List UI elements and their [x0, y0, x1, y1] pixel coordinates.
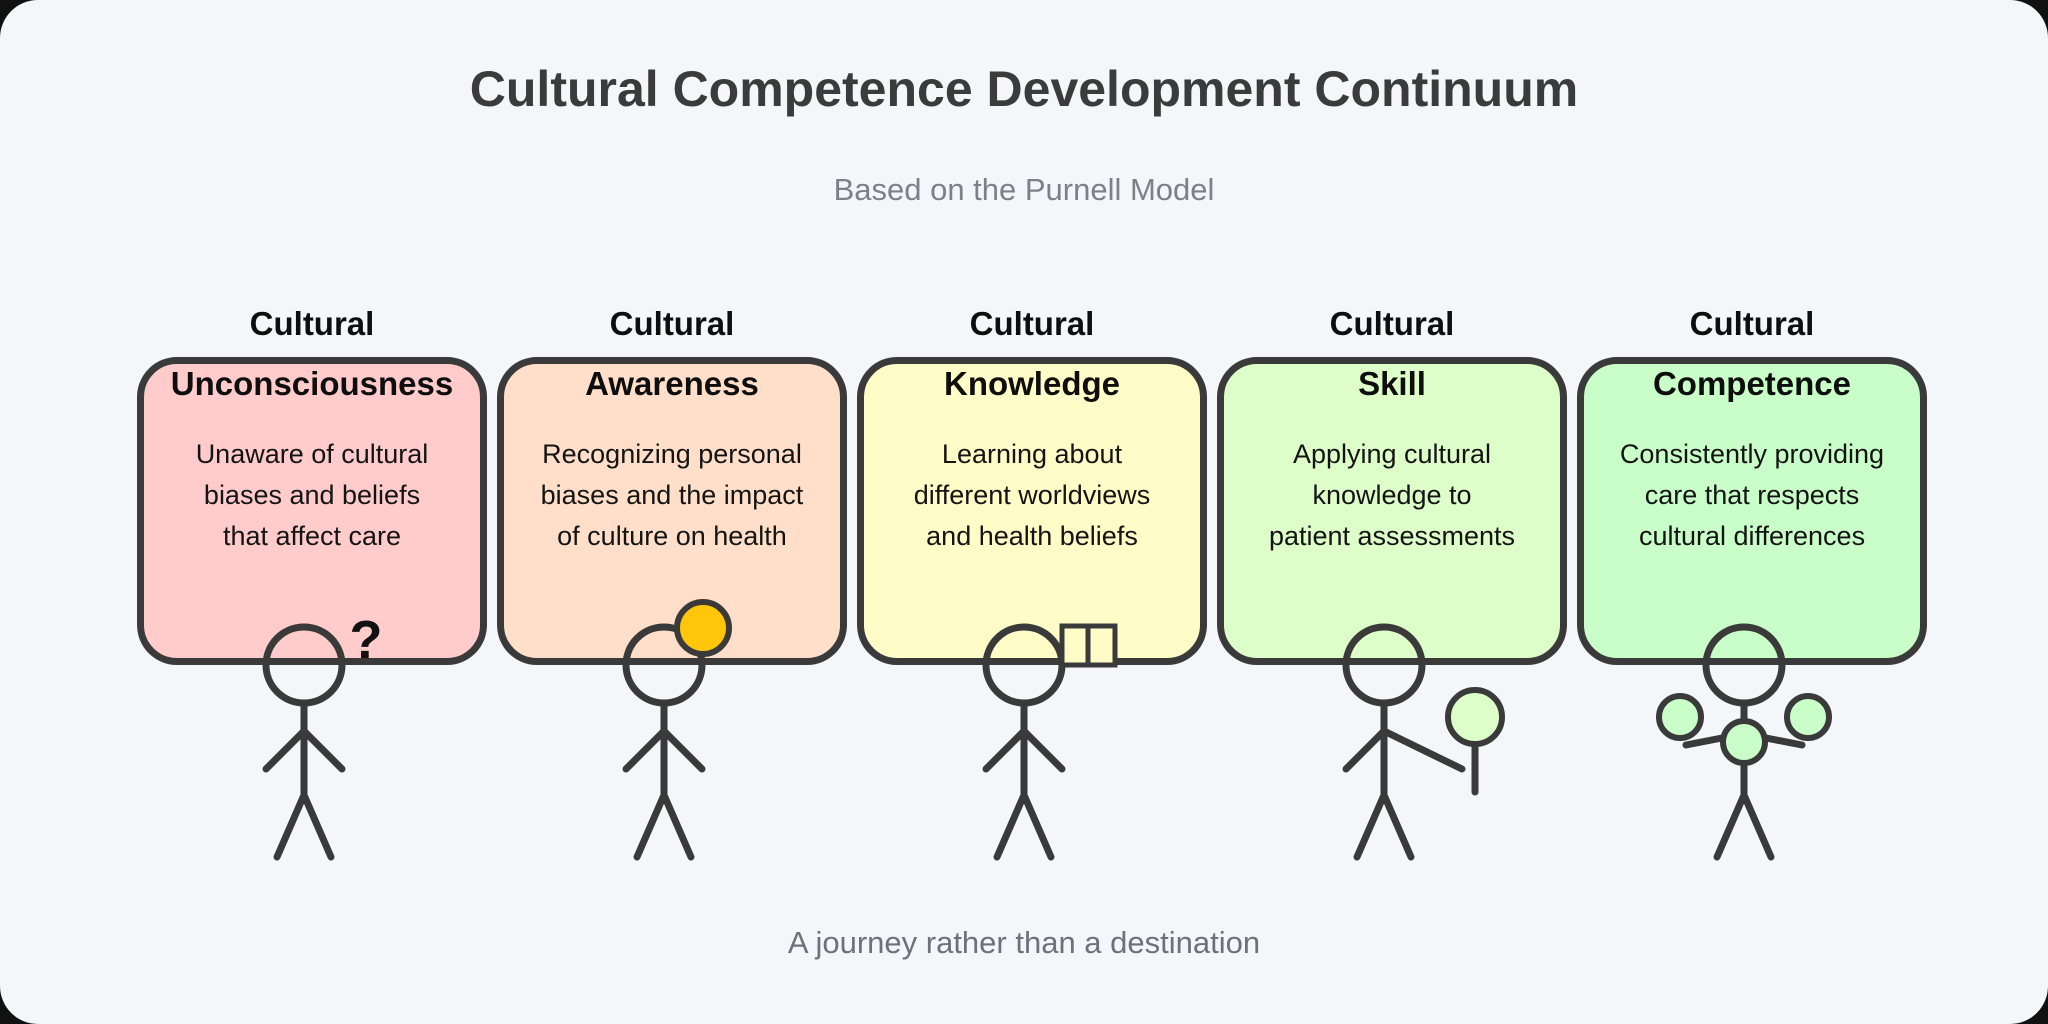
- patient-icon: [1445, 687, 1505, 796]
- head: [262, 623, 346, 707]
- stage-cultural-awareness: Cultural Awareness Recognizing personal …: [497, 305, 847, 861]
- stage-title-line2: Knowledge: [943, 365, 1120, 402]
- stage-title-line1: Cultural: [609, 305, 735, 342]
- stage-title-line1: Cultural: [249, 305, 375, 342]
- head: [982, 623, 1066, 707]
- stage-title-line2: Unconsciousness: [170, 365, 454, 402]
- continuum-stages: Cultural Unconsciousness Unaware of cult…: [137, 305, 1927, 861]
- idea-bulb-icon: [674, 599, 732, 657]
- page-subtitle: Based on the Purnell Model: [833, 172, 1215, 207]
- stage-cultural-competence: Cultural Competence Consistently providi…: [1577, 305, 1927, 861]
- stage-title-line1: Cultural: [1329, 305, 1455, 342]
- stage-title: Cultural Skill: [1217, 294, 1567, 414]
- question-person-icon: ?: [262, 610, 383, 861]
- stage-title-line1: Cultural: [1689, 305, 1815, 342]
- stage-title-line2: Competence: [1652, 365, 1852, 402]
- community-circles-icon: [1656, 693, 1832, 766]
- stage-description: Recognizing personal biases and the impa…: [540, 439, 804, 551]
- stage-title: Cultural Competence: [1577, 294, 1927, 414]
- stage-description: Learning about different worldviews and …: [913, 439, 1151, 551]
- page-title: Cultural Competence Development Continuu…: [469, 61, 1579, 117]
- assessment-person-icon: [1342, 623, 1505, 861]
- stage-title: Cultural Knowledge: [857, 294, 1207, 414]
- open-book-icon: [1059, 623, 1118, 668]
- footer-caption: A journey rather than a destination: [787, 925, 1261, 960]
- question-mark-icon: ?: [350, 610, 383, 670]
- stage-description: Applying cultural knowledge to patient a…: [1268, 439, 1516, 551]
- stage-description: Unaware of cultural biases and beliefs t…: [195, 439, 429, 551]
- stage-cultural-unconsciousness: Cultural Unconsciousness Unaware of cult…: [137, 305, 487, 861]
- stage-title-line1: Cultural: [969, 305, 1095, 342]
- head: [622, 623, 706, 707]
- stage-title: Cultural Awareness: [497, 294, 847, 414]
- head: [1342, 623, 1426, 707]
- idea-person-icon: [622, 599, 732, 861]
- stage-title-line2: Awareness: [585, 365, 759, 402]
- stage-cultural-knowledge: Cultural Knowledge Learning about differ…: [857, 305, 1207, 861]
- book-person-icon: [982, 623, 1118, 861]
- community-person-icon: [1656, 623, 1832, 861]
- stage-cultural-skill: Cultural Skill Applying cultural knowled…: [1217, 305, 1567, 861]
- head: [1702, 623, 1786, 707]
- stage-title: Cultural Unconsciousness: [137, 294, 487, 414]
- stage-title-line2: Skill: [1358, 365, 1426, 402]
- stage-description: Consistently providing care that respect…: [1619, 439, 1885, 551]
